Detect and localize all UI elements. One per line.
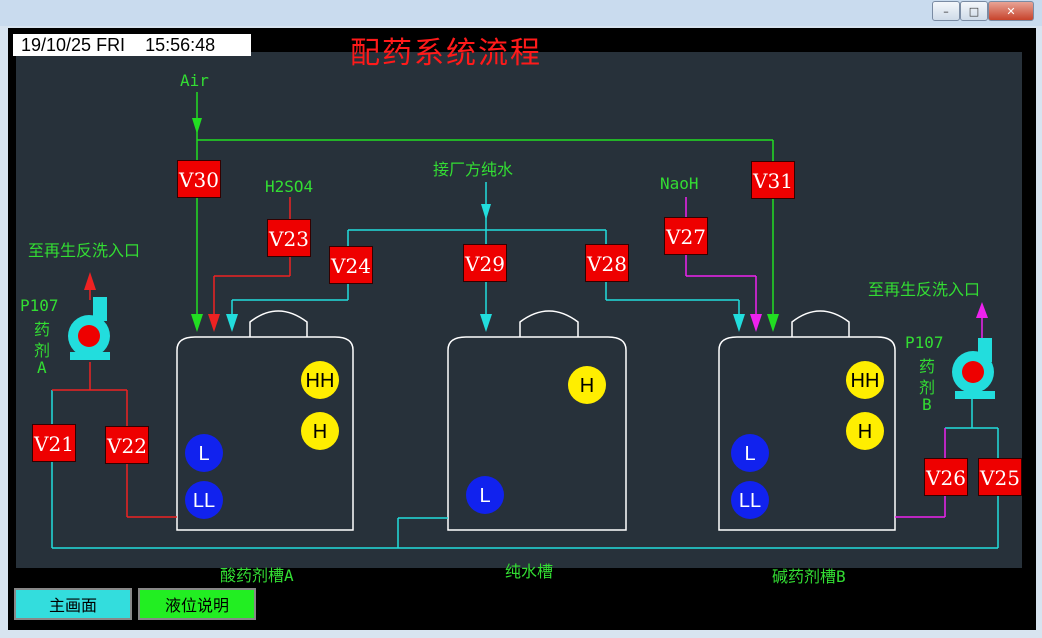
tank-b-name: 碱药剂槽B (772, 567, 846, 586)
air-arrow-in (192, 118, 202, 134)
tank-water-body (447, 336, 627, 531)
maximize-button[interactable]: □ (960, 1, 988, 21)
pump-a-char1: 药 (34, 320, 51, 339)
valve-v30[interactable]: V30 (177, 160, 221, 198)
tank-water-dome (519, 310, 579, 337)
valve-v23[interactable]: V23 (267, 219, 311, 257)
tank-b-ll: LL (739, 490, 761, 512)
tank-b-hh: HH (851, 370, 880, 392)
air-label: Air (180, 71, 209, 90)
tank-a-body (176, 336, 354, 531)
main-screen-button[interactable]: 主画面 (14, 588, 132, 620)
valve-v26[interactable]: V26 (924, 458, 968, 496)
water-arrow-in (481, 204, 491, 220)
level-indicators: HH H L LL H L HH H L LL (185, 361, 884, 519)
pump-b-char3: B (922, 395, 932, 414)
valve-v31[interactable]: V31 (751, 161, 795, 199)
tank-a-dome (249, 310, 308, 337)
naoh-arrow-tank-b (750, 314, 762, 332)
tank-b-l: L (744, 443, 755, 465)
valve-v22[interactable]: V22 (105, 426, 149, 464)
valve-v21[interactable]: V21 (32, 424, 76, 462)
pump-b-char1: 药 (919, 357, 936, 376)
water-arrow-tank-a (226, 314, 238, 332)
regen-right-label: 至再生反洗入口 (868, 280, 981, 299)
level-info-button[interactable]: 液位说明 (138, 588, 256, 620)
minimize-button[interactable]: – (932, 1, 960, 21)
window-controls: – □ ✕ (932, 1, 1034, 21)
valve-v25[interactable]: V25 (978, 458, 1022, 496)
regen-b-arrow (976, 302, 988, 318)
h2so4-label: H2SO4 (265, 177, 314, 196)
pump-b-name: P107 (905, 333, 944, 352)
acid-line (213, 197, 291, 320)
air-arrow-tank-a (191, 314, 203, 332)
title-bar: – □ ✕ (0, 0, 1042, 26)
pump-a-name: P107 (20, 296, 59, 315)
valve-v24[interactable]: V24 (329, 246, 373, 284)
tank-a-h: H (313, 421, 327, 443)
tank-a-hh: HH (306, 370, 335, 392)
acid-arrow-tank-a (208, 314, 220, 332)
tank-water-name: 纯水槽 (505, 562, 554, 581)
tank-b-dome (791, 310, 850, 337)
water-arrow-tank-b (733, 314, 745, 332)
regen-left-label: 至再生反洗入口 (28, 241, 141, 260)
air-arrow-tank-b (767, 314, 779, 332)
water-arrow-tank-water (480, 314, 492, 332)
tank-water-h: H (580, 375, 594, 397)
pure-water-in-label: 接厂方纯水 (433, 160, 514, 179)
valve-v27[interactable]: V27 (664, 217, 708, 255)
datetime-display: 19/10/25 FRI 15:56:48 (13, 34, 251, 56)
pump-a-char3: A (37, 358, 47, 377)
pump-a-circuit (52, 290, 177, 518)
tank-a-l: L (198, 443, 209, 465)
water-line (51, 182, 999, 549)
valve-v28[interactable]: V28 (585, 244, 629, 282)
tank-a-name: 酸药剂槽A (220, 566, 294, 585)
pump-a-char2: 剂 (34, 341, 51, 360)
tank-b-body (718, 336, 896, 531)
tank-water-l: L (479, 485, 490, 507)
pump-a (68, 297, 110, 360)
pump-b (952, 338, 995, 399)
regen-a-arrow (84, 272, 96, 290)
tank-b-h: H (858, 421, 872, 443)
pump-b-char2: 剂 (919, 378, 936, 397)
page-title: 配药系统流程 (350, 36, 542, 71)
close-button[interactable]: ✕ (988, 1, 1034, 21)
tank-a-ll: LL (193, 490, 215, 512)
valve-v29[interactable]: V29 (463, 244, 507, 282)
process-panel (16, 52, 1022, 568)
naoh-label: NaoH (660, 174, 699, 193)
